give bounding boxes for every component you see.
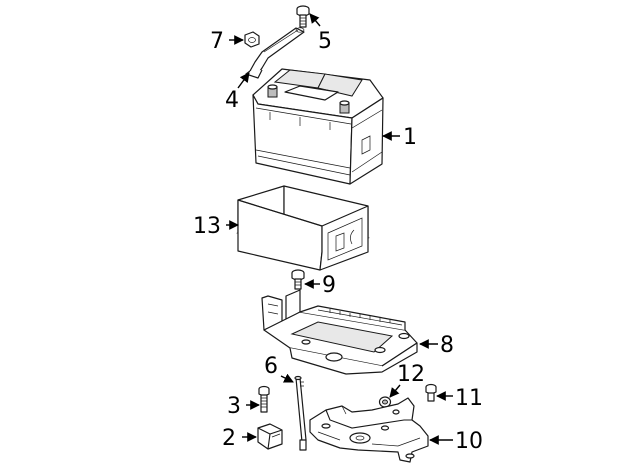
lower-bracket-part-10 <box>309 397 429 463</box>
bolt-part-5 <box>296 5 310 28</box>
callout-4: 4 <box>225 72 250 113</box>
callout-12: 12 <box>389 362 425 398</box>
hold-down-bracket-part-4 <box>245 27 305 79</box>
bolt-part-3 <box>258 385 270 413</box>
battery-part-1 <box>252 68 384 185</box>
bolt-part-9 <box>291 269 305 290</box>
nut-part-7 <box>244 31 260 48</box>
bolt-part-11 <box>425 383 437 402</box>
callout-8: 8 <box>419 333 454 358</box>
callout-7: 7 <box>210 29 244 54</box>
callout-6: 6 <box>264 354 294 383</box>
callout-label-2: 2 <box>222 426 236 451</box>
callout-label-12: 12 <box>397 362 425 387</box>
callout-label-13: 13 <box>193 214 221 239</box>
callout-10: 10 <box>429 429 483 454</box>
battery-tray-part-13 <box>236 185 370 271</box>
rod-part-6 <box>294 375 307 451</box>
callout-1: 1 <box>382 125 417 150</box>
battery-support-part-8 <box>261 289 418 375</box>
callout-11: 11 <box>436 386 483 411</box>
callout-3: 3 <box>227 394 260 419</box>
callout-label-10: 10 <box>455 429 483 454</box>
callout-9: 9 <box>304 273 336 298</box>
callout-label-9: 9 <box>322 273 336 298</box>
callout-label-3: 3 <box>227 394 241 419</box>
callout-label-6: 6 <box>264 354 278 379</box>
callout-13: 13 <box>193 214 239 239</box>
callout-5: 5 <box>309 13 332 54</box>
callout-label-4: 4 <box>225 88 239 113</box>
clip-part-2 <box>257 423 283 450</box>
callout-label-5: 5 <box>318 29 332 54</box>
callout-label-7: 7 <box>210 29 224 54</box>
callout-label-8: 8 <box>440 333 454 358</box>
callout-2: 2 <box>222 426 257 451</box>
callout-label-1: 1 <box>403 125 417 150</box>
callout-label-11: 11 <box>455 386 483 411</box>
